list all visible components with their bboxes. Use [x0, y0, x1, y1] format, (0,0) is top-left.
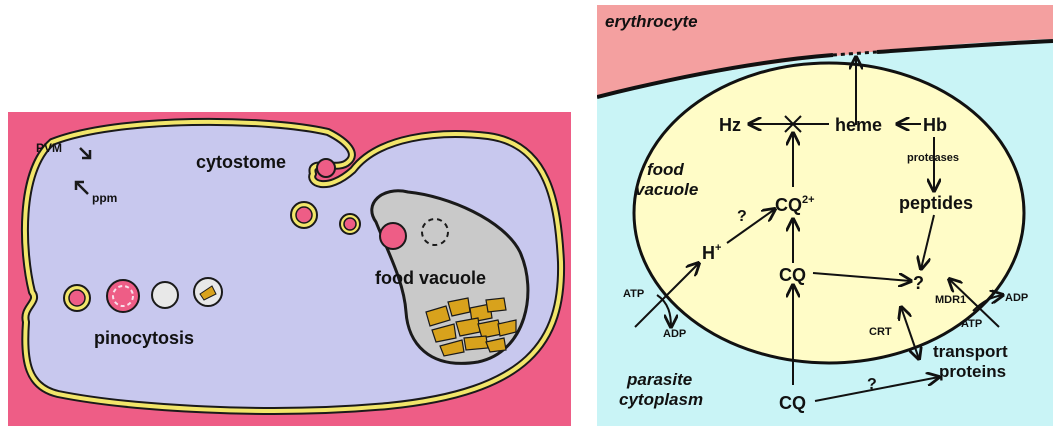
label-cq-vacuole: CQ	[779, 265, 806, 285]
label-cq2-base: CQ	[775, 195, 802, 215]
label-food-vacuole-line1: food	[647, 160, 684, 179]
label-pvm: PVM	[36, 141, 62, 155]
label-erythrocyte: erythrocyte	[605, 12, 698, 31]
label-pinocytosis: pinocytosis	[94, 328, 194, 348]
label-cytostome: cytostome	[196, 152, 286, 172]
vesicle-double-1-inner	[296, 207, 312, 223]
label-adp-right: ADP	[1005, 292, 1028, 304]
label-question-1: ?	[737, 208, 747, 225]
pinocytosis-vesicle-2	[107, 280, 139, 312]
left-panel-cytostome-diagram: PVM ppm cytostome food vacuole pinocytos…	[8, 112, 571, 426]
label-heme: heme	[835, 115, 882, 135]
label-question-2: ?	[913, 273, 924, 293]
label-atp-left: ATP	[623, 288, 644, 300]
label-ppm: ppm	[92, 191, 117, 205]
label-hz: Hz	[719, 115, 741, 135]
label-question-3: ?	[867, 376, 877, 393]
label-transport-line2: proteins	[939, 362, 1006, 381]
pinocytosis-vesicle-3	[152, 282, 178, 308]
vacuole-pink-vesicle	[380, 223, 406, 249]
cytostome-diagram-svg: PVM ppm cytostome food vacuole pinocytos…	[8, 112, 571, 426]
label-cq-cytoplasm: CQ	[779, 393, 806, 413]
label-cq2-superscript: 2+	[802, 194, 815, 206]
chloroquine-diagram-svg: erythrocyte food vacuole parasite cytopl…	[597, 5, 1053, 426]
label-proteases: proteases	[907, 152, 959, 164]
label-h-superscript: +	[715, 242, 721, 254]
label-hb: Hb	[923, 115, 947, 135]
label-crt: CRT	[869, 326, 892, 338]
pinocytosis-vesicle-1-inner	[69, 290, 85, 306]
label-peptides: peptides	[899, 193, 973, 213]
cytostome-bud	[317, 159, 335, 177]
label-food-vacuole: food vacuole	[375, 268, 486, 288]
label-parasite-line2: cytoplasm	[619, 390, 703, 409]
right-panel-chloroquine-diagram: erythrocyte food vacuole parasite cytopl…	[597, 5, 1053, 426]
vesicle-double-2-inner	[344, 218, 356, 230]
label-h-base: H	[702, 243, 715, 263]
label-parasite-line1: parasite	[626, 370, 692, 389]
label-food-vacuole-line2: vacuole	[635, 180, 698, 199]
label-atp-right: ATP	[961, 318, 982, 330]
label-transport-line1: transport	[933, 342, 1008, 361]
label-adp-left: ADP	[663, 328, 686, 340]
label-mdr1: MDR1	[935, 294, 966, 306]
